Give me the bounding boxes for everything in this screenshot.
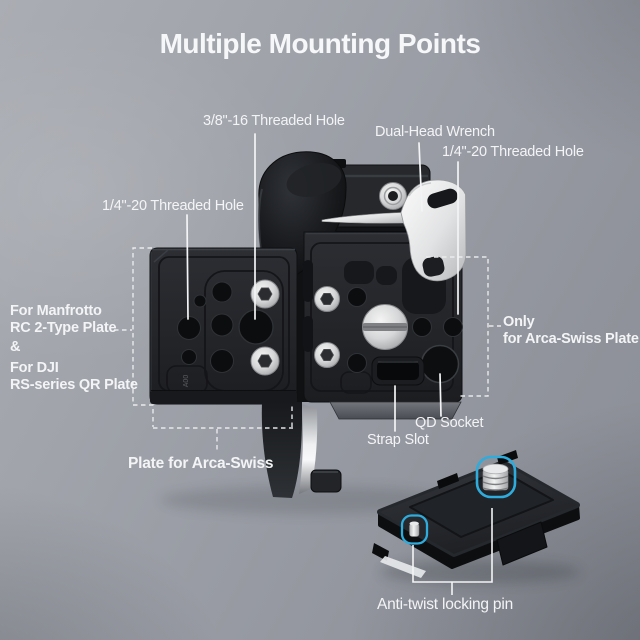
hook-knob: [310, 469, 342, 493]
dual-head-wrench-graphic: [321, 179, 467, 282]
left-plate: A00: [149, 247, 298, 405]
label-anti-twist: Anti-twist locking pin: [377, 596, 514, 613]
label-strap-slot: Strap Slot: [367, 432, 429, 448]
label-plate-arca: Plate for Arca-Swiss: [128, 455, 274, 472]
leader-qd-socket: [439, 373, 442, 417]
locking-pin-highlight: [400, 514, 429, 545]
leader-lines: [186, 133, 459, 432]
mounting-screw: [482, 463, 509, 491]
small-hole: [193, 294, 207, 308]
main-product: A00: [149, 151, 467, 498]
leader-threaded-14-left: [186, 214, 189, 320]
plate-engraving: A00: [183, 375, 190, 388]
anti-twist-pin: [409, 521, 420, 537]
left-plate-dashed-box: [132, 247, 154, 427]
label-ampersand: &: [10, 339, 21, 355]
mounting-screw-highlight: [475, 455, 517, 499]
threaded-hole: [210, 349, 234, 373]
quarter-20-hole-right: [443, 317, 463, 337]
threaded-hole: [347, 287, 367, 307]
label-threaded-38: 3/8"-16 Threaded Hole: [203, 113, 345, 129]
hex-screw: [314, 286, 340, 312]
page-title: Multiple Mounting Points: [159, 28, 481, 59]
label-threaded-14-left: 1/4"-20 Threaded Hole: [102, 198, 244, 214]
dashed-callouts: [114, 247, 501, 452]
plate-lug: [437, 473, 459, 489]
small-hole: [181, 349, 197, 365]
hex-screw: [314, 342, 340, 368]
main-shadow: [160, 486, 450, 514]
label-manfrotto-plate: For Manfrotto RC 2-Type Plate: [10, 303, 117, 337]
three-eighth-hole: [238, 309, 274, 345]
label-dji-plate: For DJI RS-series QR Plate: [10, 360, 138, 394]
right-plate-dashed-box: [426, 256, 489, 397]
slotted-screw: [362, 304, 408, 350]
label-threaded-14-right: 1/4"-20 Threaded Hole: [442, 144, 584, 160]
leader-dual-head-wrench: [418, 142, 423, 212]
support-arm: [261, 402, 342, 498]
threaded-hole: [211, 281, 233, 303]
anti-twist-plate: [372, 450, 580, 578]
quarter-20-hole-left: [177, 316, 201, 340]
threaded-hole: [210, 313, 234, 337]
hex-screw: [250, 279, 280, 309]
label-dual-head-wrench: Dual-Head Wrench: [375, 124, 495, 140]
label-qd-socket: QD Socket: [415, 415, 484, 431]
strap-slot-bar: [371, 356, 425, 386]
qd-boss: [496, 521, 548, 566]
label-only-arca: Only for Arca-Swiss Plate: [503, 314, 639, 348]
anti-twist-bracket: [412, 508, 493, 595]
mini-shadow: [380, 560, 580, 584]
edge-highlight: [380, 556, 426, 578]
threaded-hole: [347, 353, 367, 373]
hex-screw: [250, 346, 280, 376]
threaded-hole: [412, 317, 432, 337]
